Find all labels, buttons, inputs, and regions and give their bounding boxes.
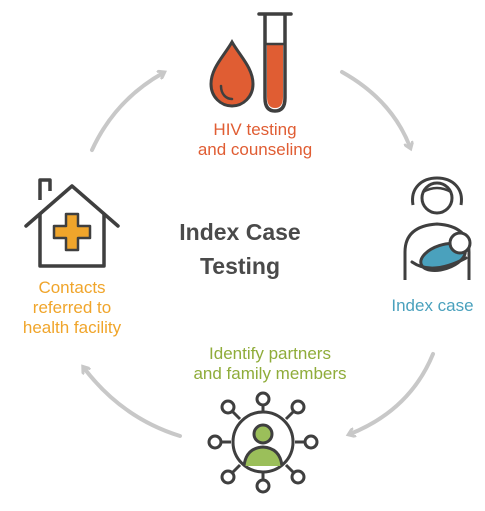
blood-drop-icon: [209, 38, 255, 108]
contacts-referred-line1: Contacts: [38, 278, 106, 297]
network-person-icon: [207, 391, 319, 494]
arrow-testing-to-index: [340, 70, 410, 147]
arrow-contacts-to-testing: [90, 73, 163, 152]
contacts-referred-line2: referred to: [32, 298, 112, 317]
center-title-line1: Index Case: [179, 219, 301, 245]
identify-partners-label: Identify partners and family members: [170, 344, 370, 384]
hiv-testing-line1: HIV testing: [213, 120, 297, 139]
house-cross-icon: [24, 178, 120, 268]
center-title: Index Case Testing: [150, 215, 330, 283]
mother-child-icon: [403, 176, 472, 280]
arrow-index-to-identify: [350, 352, 435, 434]
hiv-testing-line2: and counseling: [197, 140, 313, 159]
arrow-identify-to-contacts: [84, 368, 182, 438]
hiv-testing-label: HIV testing and counseling: [170, 120, 340, 160]
center-title-line2: Testing: [199, 253, 281, 279]
identify-partners-line2: and family members: [193, 364, 347, 383]
contacts-referred-label: Contacts referred to health facility: [2, 278, 142, 338]
identify-partners-line1: Identify partners: [209, 344, 331, 363]
contacts-referred-line3: health facility: [22, 318, 122, 337]
test-tube-icon: [257, 12, 293, 113]
index-case-text: Index case: [391, 296, 474, 315]
index-case-label: Index case: [380, 296, 485, 316]
